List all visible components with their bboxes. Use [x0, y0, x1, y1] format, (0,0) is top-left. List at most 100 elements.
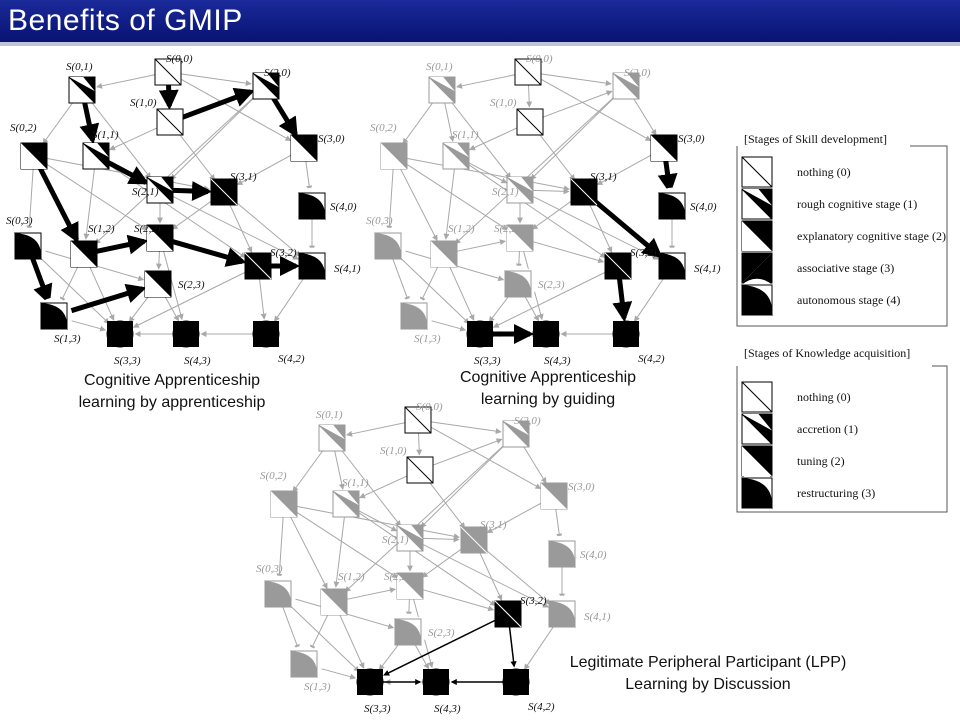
legend-item-label: explanatory cognitive stage (2) [797, 229, 946, 243]
node-label: S(3,0) [678, 133, 705, 145]
node-41: S(4,1) [657, 247, 721, 281]
edge [429, 425, 542, 490]
edge [427, 479, 466, 529]
node-label: S(3,1) [230, 171, 257, 183]
node-label: S(0,2) [260, 470, 287, 482]
edge [483, 547, 551, 605]
legend-restructuring-icon [740, 471, 779, 510]
node-label: S(4,2) [528, 701, 555, 713]
edge [531, 195, 660, 260]
node-41: S(4,1) [297, 247, 361, 281]
edge [399, 167, 438, 242]
legend-item-label: autonomous stage (4) [797, 293, 900, 307]
node-31: S(3,1) [210, 171, 257, 206]
node-31: S(3,1) [570, 171, 617, 206]
legend-item-label: accretion (1) [797, 422, 858, 436]
node-label: S(4,3) [184, 355, 211, 367]
node-32: S(3,2) [244, 247, 297, 280]
edge [357, 509, 398, 532]
node-label: S(1,3) [304, 681, 331, 693]
node-label: S(3,1) [480, 519, 507, 531]
edge [289, 515, 328, 590]
node-label: S(3,1) [590, 171, 617, 183]
node-label: S(2,2) [494, 223, 521, 235]
node-label: S(4,1) [694, 263, 721, 275]
edge [633, 276, 666, 323]
highlight-edge [30, 257, 53, 305]
edge [406, 157, 570, 192]
node-01: S(0,1) [426, 61, 456, 104]
edge [386, 168, 394, 232]
edge [88, 265, 115, 321]
edge [37, 254, 110, 325]
node-33: S(3,3) [356, 668, 391, 715]
legend-skill: [Stages of Skill development] nothing (0… [736, 132, 948, 327]
legend-nothing-icon [741, 156, 773, 188]
edge [469, 126, 519, 151]
legend-tuning-icon [741, 220, 773, 252]
edge [334, 450, 345, 490]
edge [456, 74, 516, 89]
page-title: Benefits of GMIP [8, 4, 243, 37]
edge [537, 131, 576, 181]
edge [310, 613, 329, 652]
node-label: S(0,3) [6, 215, 33, 227]
node-13: S(1,3) [399, 297, 441, 345]
edge [378, 642, 401, 671]
node-02: S(0,2) [260, 470, 298, 518]
node-label: S(2,0) [624, 67, 651, 79]
legend-tuning-icon [741, 445, 773, 477]
edge [171, 195, 300, 260]
edge [416, 432, 423, 456]
node-13: S(1,3) [39, 297, 81, 345]
node-label: S(3,3) [474, 355, 501, 367]
node-03: S(0,3) [256, 563, 297, 609]
node-40: S(4,0) [547, 535, 607, 569]
legend-nothing-icon [741, 381, 773, 413]
edge [488, 294, 511, 323]
node-label: S(0,2) [10, 122, 37, 134]
node-02: S(0,2) [370, 122, 408, 170]
node-10: S(1,0) [490, 97, 544, 136]
title-underline [0, 42, 960, 46]
diagram-caption-line: Cognitive Apprenticeship [84, 372, 260, 389]
edge [522, 444, 547, 484]
node-label: S(2,0) [264, 67, 291, 79]
highlight-edge [172, 181, 213, 201]
edge [171, 199, 214, 230]
highlight-edge [270, 95, 298, 138]
edge [492, 271, 607, 328]
edge [449, 99, 512, 179]
highlight-edge [508, 626, 517, 668]
legend-knowledge: [Stages of Knowledge acquisition] nothin… [736, 346, 948, 513]
network-diagram-2: S(0,0)S(0,1)S(1,0)S(2,0)S(0,2)S(1,1)S(3,… [366, 53, 721, 367]
node-label: S(0,1) [426, 61, 453, 73]
edge [89, 99, 152, 179]
node-30: S(3,0) [650, 133, 705, 162]
edge [276, 516, 284, 580]
edge [287, 602, 360, 673]
node-42: S(4,2) [612, 320, 665, 365]
node-label: S(4,1) [334, 263, 361, 275]
edge [162, 250, 184, 321]
node-32: S(3,2) [494, 595, 547, 628]
node-label: S(1,2) [338, 571, 365, 583]
edge [486, 501, 543, 534]
edge [292, 448, 325, 493]
node-33: S(3,3) [466, 320, 501, 367]
node-label: S(3,0) [568, 481, 595, 493]
node-11: S(1,1) [332, 477, 369, 518]
edge [66, 318, 107, 332]
node-label: S(2,2) [134, 223, 161, 235]
node-label: S(3,3) [364, 703, 391, 715]
node-label: S(2,1) [132, 186, 159, 198]
node-22: S(2,2) [134, 223, 174, 252]
legend-item-label: nothing (0) [797, 165, 851, 179]
node-43: S(4,3) [422, 668, 461, 715]
edge [530, 94, 618, 180]
legend-solid-tri-icon [741, 252, 773, 284]
node-11: S(1,1) [82, 129, 119, 170]
highlight-edge [106, 159, 150, 185]
edge [392, 258, 410, 303]
